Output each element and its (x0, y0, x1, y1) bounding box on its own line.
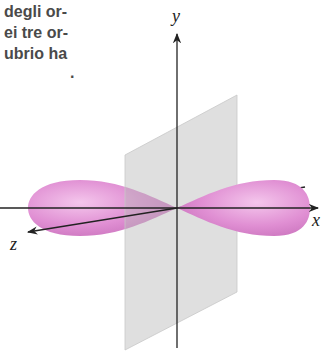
body-text: ubrio ha (4, 44, 67, 64)
y-axis (176, 34, 177, 348)
axis-label: y (172, 6, 180, 26)
axis-label: x (312, 210, 320, 230)
x-axis (0, 207, 318, 208)
axis-label: z (10, 234, 17, 254)
body-text: ei tre or- (4, 23, 68, 43)
z-axis (28, 208, 177, 232)
body-text: degli or- (4, 2, 67, 22)
body-text: . (70, 63, 74, 83)
